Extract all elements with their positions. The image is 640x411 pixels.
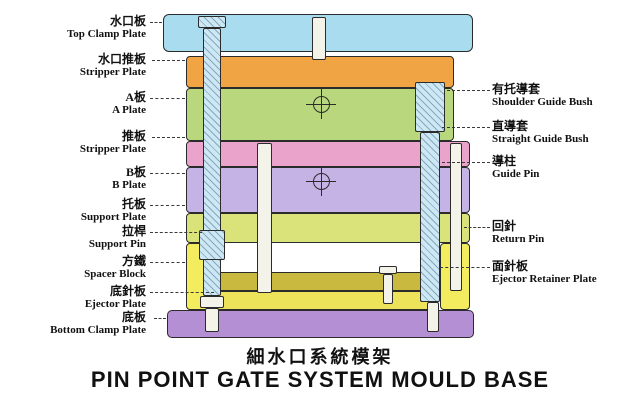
leader-line [440, 267, 490, 268]
label-top-clamp-plate: 水口板 Top Clamp Plate [0, 15, 146, 41]
label-en: Spacer Block [84, 268, 146, 280]
leader-line [152, 60, 185, 61]
label-en: Stripper Plate [79, 66, 146, 78]
crosshair-mark-b-plate [306, 166, 336, 196]
label-en: A Plate [112, 104, 146, 116]
clamp-bolt-right [427, 302, 439, 332]
leader-line [150, 22, 162, 23]
retainer-screw [383, 274, 393, 304]
return-pin [450, 143, 462, 291]
title-chinese: 細水口系統模架 [246, 347, 394, 367]
label-support-plate: 托板 Support Plate [0, 198, 146, 224]
label-en: Ejector Plate [84, 298, 146, 310]
label-en: Support Plate [80, 211, 146, 223]
leader-line [152, 137, 185, 138]
label-cn: 面針板 [492, 259, 529, 273]
label-cn: 方鐵 [121, 254, 146, 268]
label-en: Stripper Plate [79, 143, 146, 155]
label-cn: 直導套 [492, 119, 529, 133]
label-en: Top Clamp Plate [66, 28, 146, 40]
label-cn: 底針板 [109, 284, 146, 298]
sprue-puller-pin [312, 17, 326, 60]
label-en: Bottom Clamp Plate [50, 324, 146, 336]
label-a-plate: A板 A Plate [0, 91, 146, 117]
ejector-retainer-plate [216, 272, 438, 291]
leader-line [150, 173, 185, 174]
label-bottom-clamp-plate: 底板 Bottom Clamp Plate [0, 311, 146, 337]
label-en: Shoulder Guide Bush [492, 96, 593, 108]
leader-line [442, 127, 490, 128]
leader-line [154, 318, 166, 319]
label-stripper-plate: 推板 Stripper Plate [0, 130, 146, 156]
label-cn: 水口板 [109, 14, 146, 28]
crosshair-circle [313, 96, 330, 113]
guide-pin-left-head [198, 16, 226, 28]
leader-line [150, 262, 185, 263]
label-en: Return Pin [492, 233, 545, 245]
label-cn: 水口推板 [97, 52, 146, 66]
shoulder-guide-bush [415, 82, 445, 132]
label-cn: 底板 [121, 310, 146, 324]
leader-line [442, 162, 490, 163]
label-cn: 托板 [121, 197, 146, 211]
crosshair-mark-a-plate [306, 89, 336, 119]
label-guide-pin: 導柱 Guide Pin [492, 155, 638, 181]
label-return-pin: 回針 Return Pin [492, 220, 638, 246]
guide-pin-left [203, 28, 221, 296]
leader-line [150, 205, 185, 206]
label-spacer-block: 方鐵 Spacer Block [0, 255, 146, 281]
label-shoulder-guide-bush: 有托導套 Shoulder Guide Bush [492, 83, 638, 109]
crosshair-circle [313, 173, 330, 190]
leader-line [447, 90, 490, 91]
label-en: B Plate [112, 179, 146, 191]
label-cn: 導柱 [492, 154, 517, 168]
label-cn: 拉桿 [121, 224, 146, 238]
leader-line [150, 98, 185, 99]
support-pin-shoulder [199, 230, 225, 260]
clamp-bolt-left [205, 308, 219, 332]
label-cn: A板 [125, 90, 146, 104]
label-en: Support Pin [88, 238, 146, 250]
label-ejector-plate: 底針板 Ejector Plate [0, 285, 146, 311]
label-straight-guide-bush: 直導套 Straight Guide Bush [492, 120, 638, 146]
ejector-plate [216, 291, 438, 310]
leader-line [150, 292, 214, 293]
label-support-pin: 拉桿 Support Pin [0, 225, 146, 251]
upper-stripper-plate [186, 56, 454, 88]
label-en: Ejector Retainer Plate [492, 273, 597, 285]
label-cn: 有托導套 [492, 82, 541, 96]
label-en: Guide Pin [492, 168, 540, 180]
label-b-plate: B板 B Plate [0, 166, 146, 192]
label-upper-stripper-plate: 水口推板 Stripper Plate [0, 53, 146, 79]
retainer-screw-head [379, 266, 397, 274]
label-cn: 推板 [121, 129, 146, 143]
leader-line [464, 227, 490, 228]
label-cn: 回針 [492, 219, 517, 233]
label-cn: B板 [125, 165, 146, 179]
support-pin-foot [200, 296, 224, 308]
guide-pin-right [420, 132, 440, 302]
label-ejector-retainer-plate: 面針板 Ejector Retainer Plate [492, 260, 638, 286]
title-english: PIN POINT GATE SYSTEM MOULD BASE [90, 367, 550, 392]
leader-line [150, 232, 202, 233]
center-support-pin [257, 143, 272, 293]
label-en: Straight Guide Bush [492, 133, 589, 145]
